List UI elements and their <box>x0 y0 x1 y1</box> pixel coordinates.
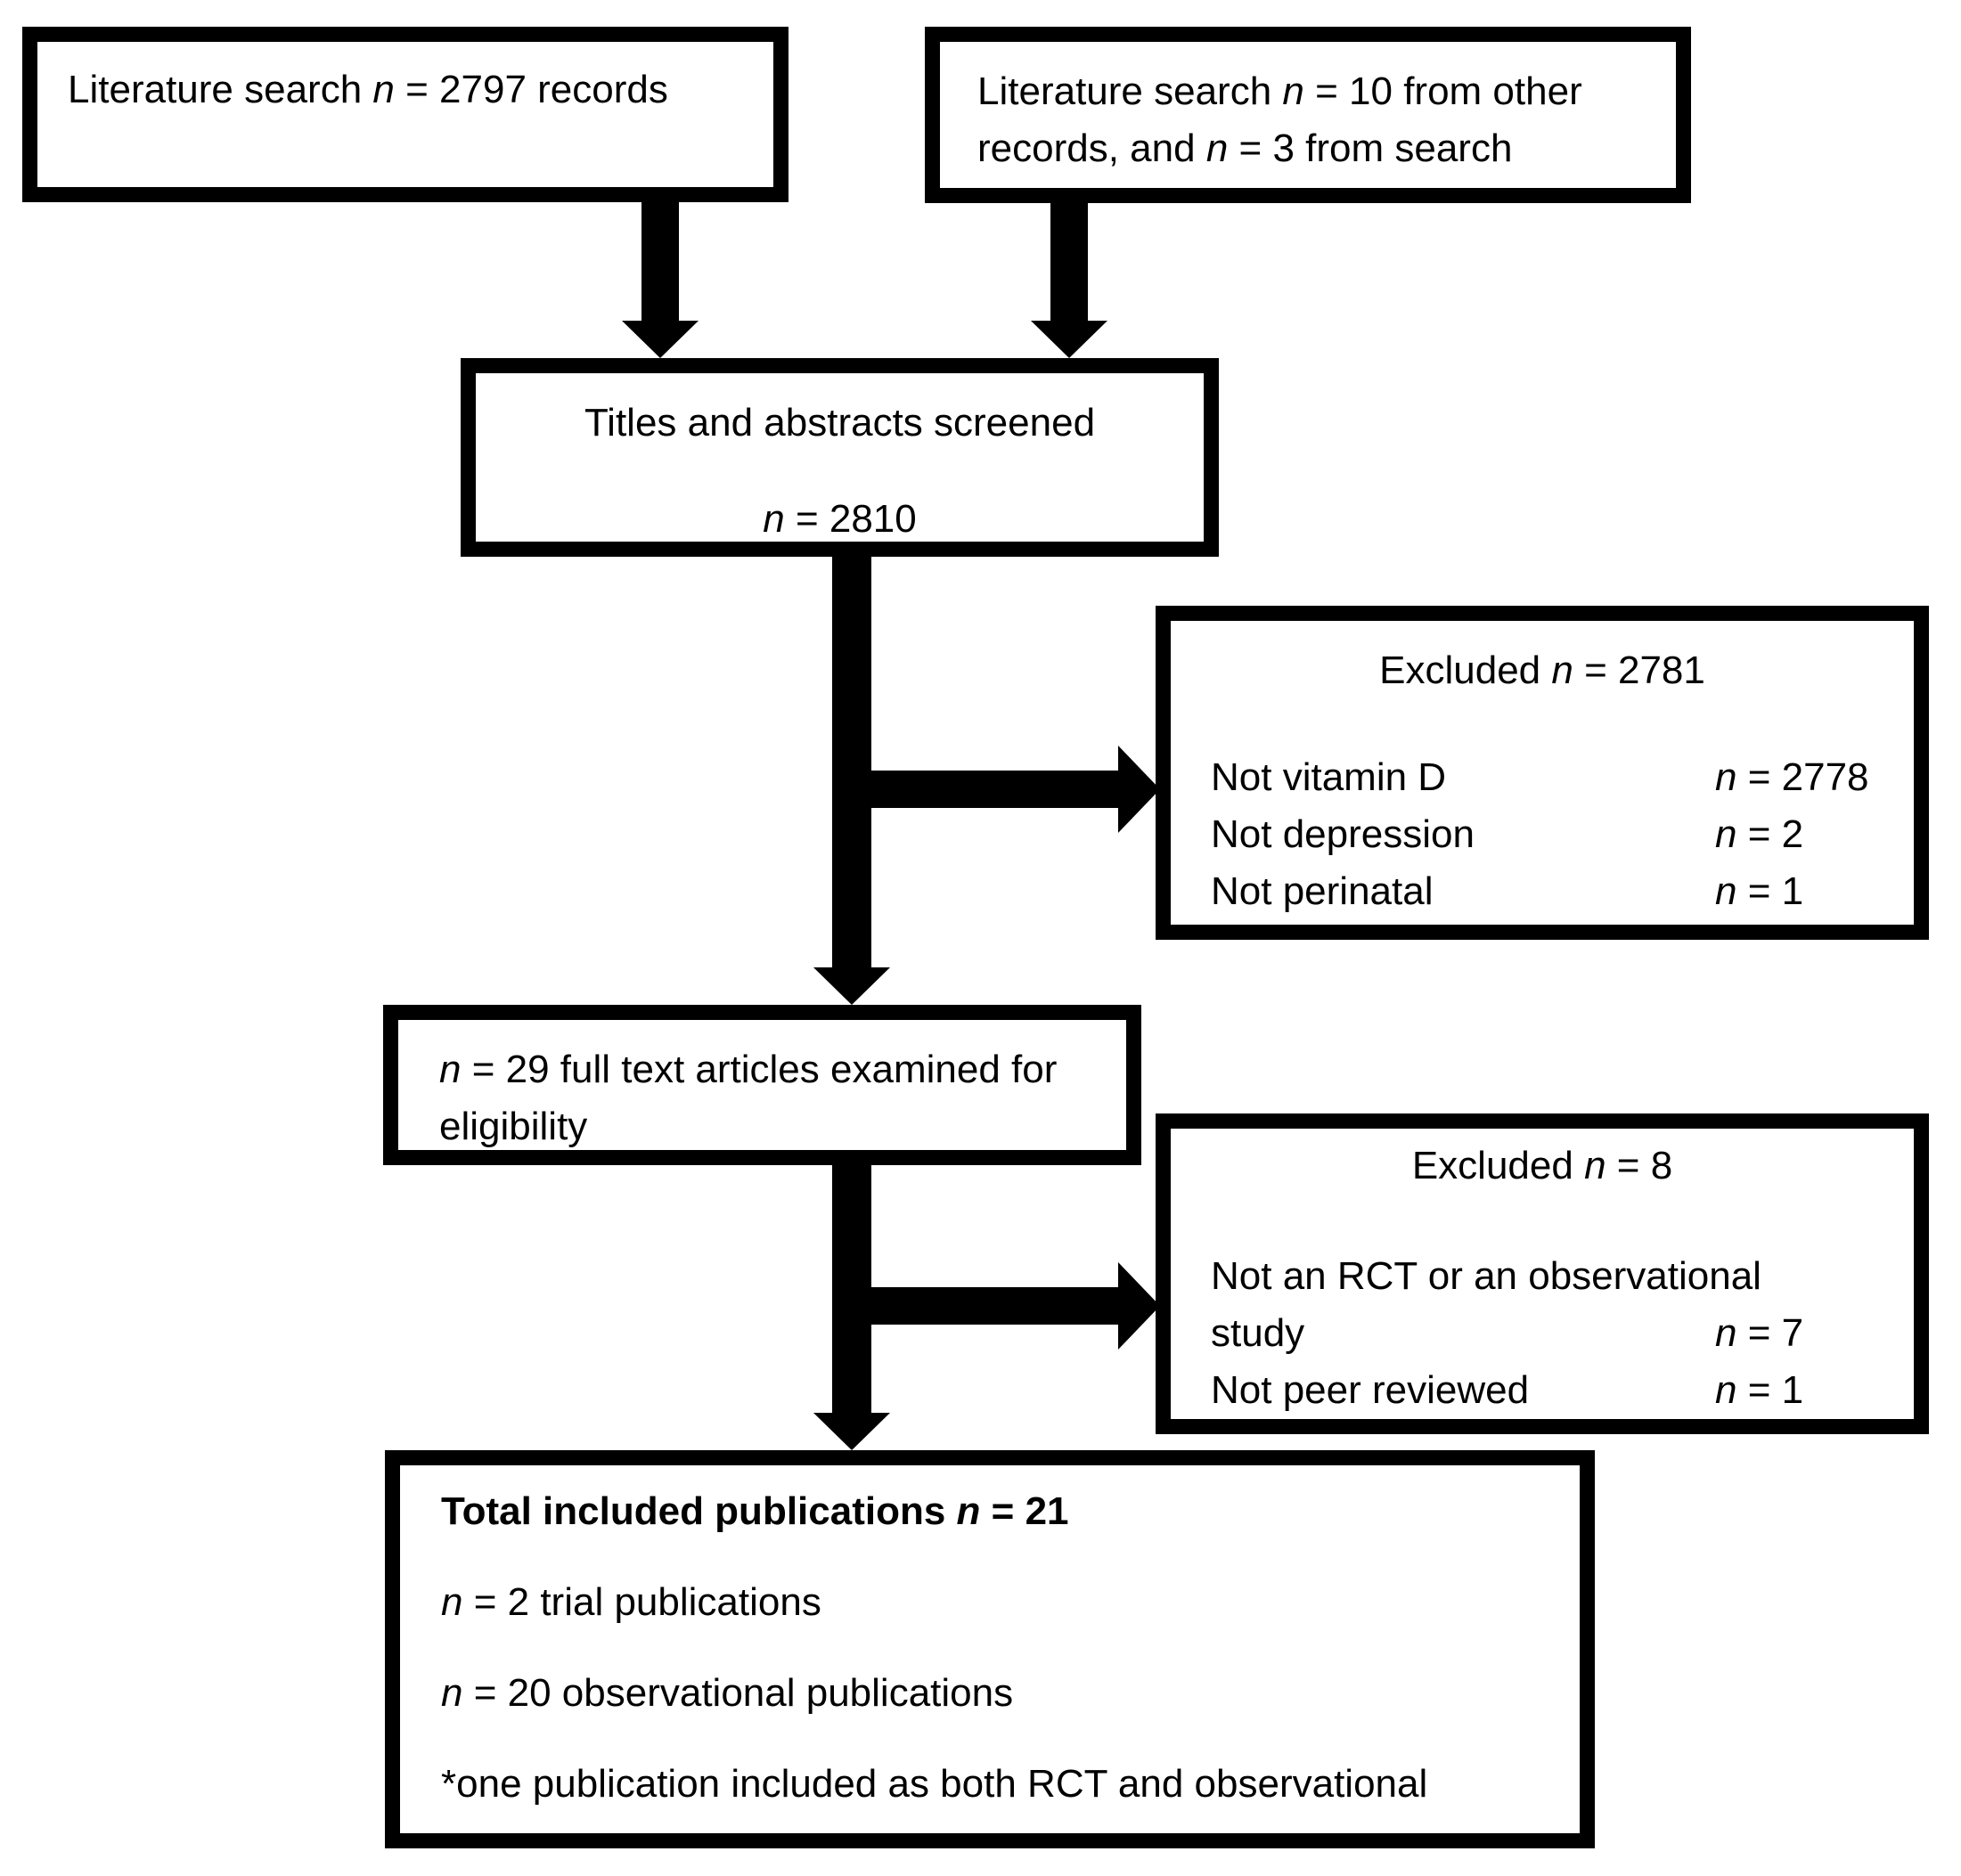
excluded-screening-row-value: n = 2 <box>1715 812 1804 856</box>
box-fulltext-examined-text: n = 29 full text articles examined for e… <box>439 1048 1058 1148</box>
excluded-fulltext-row-label: Not peer reviewed <box>1211 1368 1530 1412</box>
excluded-screening-row-label: Not perinatal <box>1211 869 1434 913</box>
arrow-to-excluded-screening-stem <box>852 771 1118 808</box>
excluded-fulltext-row: Not peer reviewed n = 1 <box>1211 1362 1887 1419</box>
box-literature-search-other: Literature search n = 10 from other reco… <box>925 27 1691 203</box>
excluded-screening-row: Not vitamin D n = 2778 <box>1211 749 1887 806</box>
excluded-fulltext-row-value: n = 7 <box>1715 1311 1804 1355</box>
arrow-other-to-screened-head-icon <box>1031 321 1107 358</box>
box-total-included: Total included publications n = 21 n = 2… <box>385 1450 1595 1848</box>
box-titles-abstracts-screened-count: n = 2810 <box>763 497 917 541</box>
box-excluded-screening-rows: Not vitamin D n = 2778 Not depression n … <box>1211 749 1887 920</box>
excluded-fulltext-row-value: n = 1 <box>1715 1368 1804 1412</box>
box-excluded-screening: Excluded n = 2781 Not vitamin D n = 2778… <box>1156 606 1929 940</box>
arrow-to-excluded-screening-head-icon <box>1118 746 1160 833</box>
box-fulltext-examined: n = 29 full text articles examined for e… <box>383 1005 1141 1165</box>
excluded-screening-row-label: Not vitamin D <box>1211 755 1447 799</box>
arrow-screened-to-fulltext-head-icon <box>813 967 890 1005</box>
excluded-screening-row-label: Not depression <box>1211 812 1475 856</box>
box-excluded-fulltext-rows: Not an RCT or an observational study n =… <box>1211 1248 1887 1419</box>
arrow-to-excluded-fulltext-stem <box>852 1287 1118 1325</box>
box-total-included-line: n = 2 trial publications <box>441 1580 821 1624</box>
arrow-records-to-screened-head-icon <box>622 321 699 358</box>
arrow-other-to-screened-stem <box>1050 203 1088 321</box>
box-literature-search-records: Literature search n = 2797 records <box>22 27 788 202</box>
box-literature-search-other-text: Literature search n = 10 from other reco… <box>977 69 1582 170</box>
box-titles-abstracts-screened-line1: Titles and abstracts screened <box>584 401 1096 445</box>
arrow-to-excluded-fulltext-head-icon <box>1118 1262 1160 1350</box>
box-titles-abstracts-screened: Titles and abstracts screened n = 2810 <box>461 358 1219 557</box>
box-excluded-fulltext-title: Excluded n = 8 <box>1411 1144 1673 1187</box>
box-total-included-title: Total included publications n = 21 <box>441 1489 1069 1533</box>
excluded-fulltext-row-label: Not an RCT or an observational study <box>1211 1254 1761 1355</box>
box-excluded-fulltext: Excluded n = 8 Not an RCT or an observat… <box>1156 1113 1929 1434</box>
box-total-included-line: n = 20 observational publications <box>441 1671 1014 1715</box>
arrow-screened-to-fulltext-stem <box>832 557 871 967</box>
excluded-fulltext-row: Not an RCT or an observational study n =… <box>1211 1248 1887 1362</box>
excluded-screening-row: Not perinatal n = 1 <box>1211 863 1887 920</box>
arrow-records-to-screened-stem <box>641 202 679 321</box>
box-literature-search-records-text: Literature search n = 2797 records <box>68 68 668 111</box>
excluded-screening-row-value: n = 2778 <box>1715 755 1869 799</box>
box-total-included-line: *one publication included as both RCT an… <box>441 1762 1428 1806</box>
box-excluded-screening-title: Excluded n = 2781 <box>1379 648 1705 692</box>
excluded-screening-row: Not depression n = 2 <box>1211 806 1887 863</box>
excluded-screening-row-value: n = 1 <box>1715 869 1804 913</box>
arrow-fulltext-to-included-head-icon <box>813 1413 890 1450</box>
